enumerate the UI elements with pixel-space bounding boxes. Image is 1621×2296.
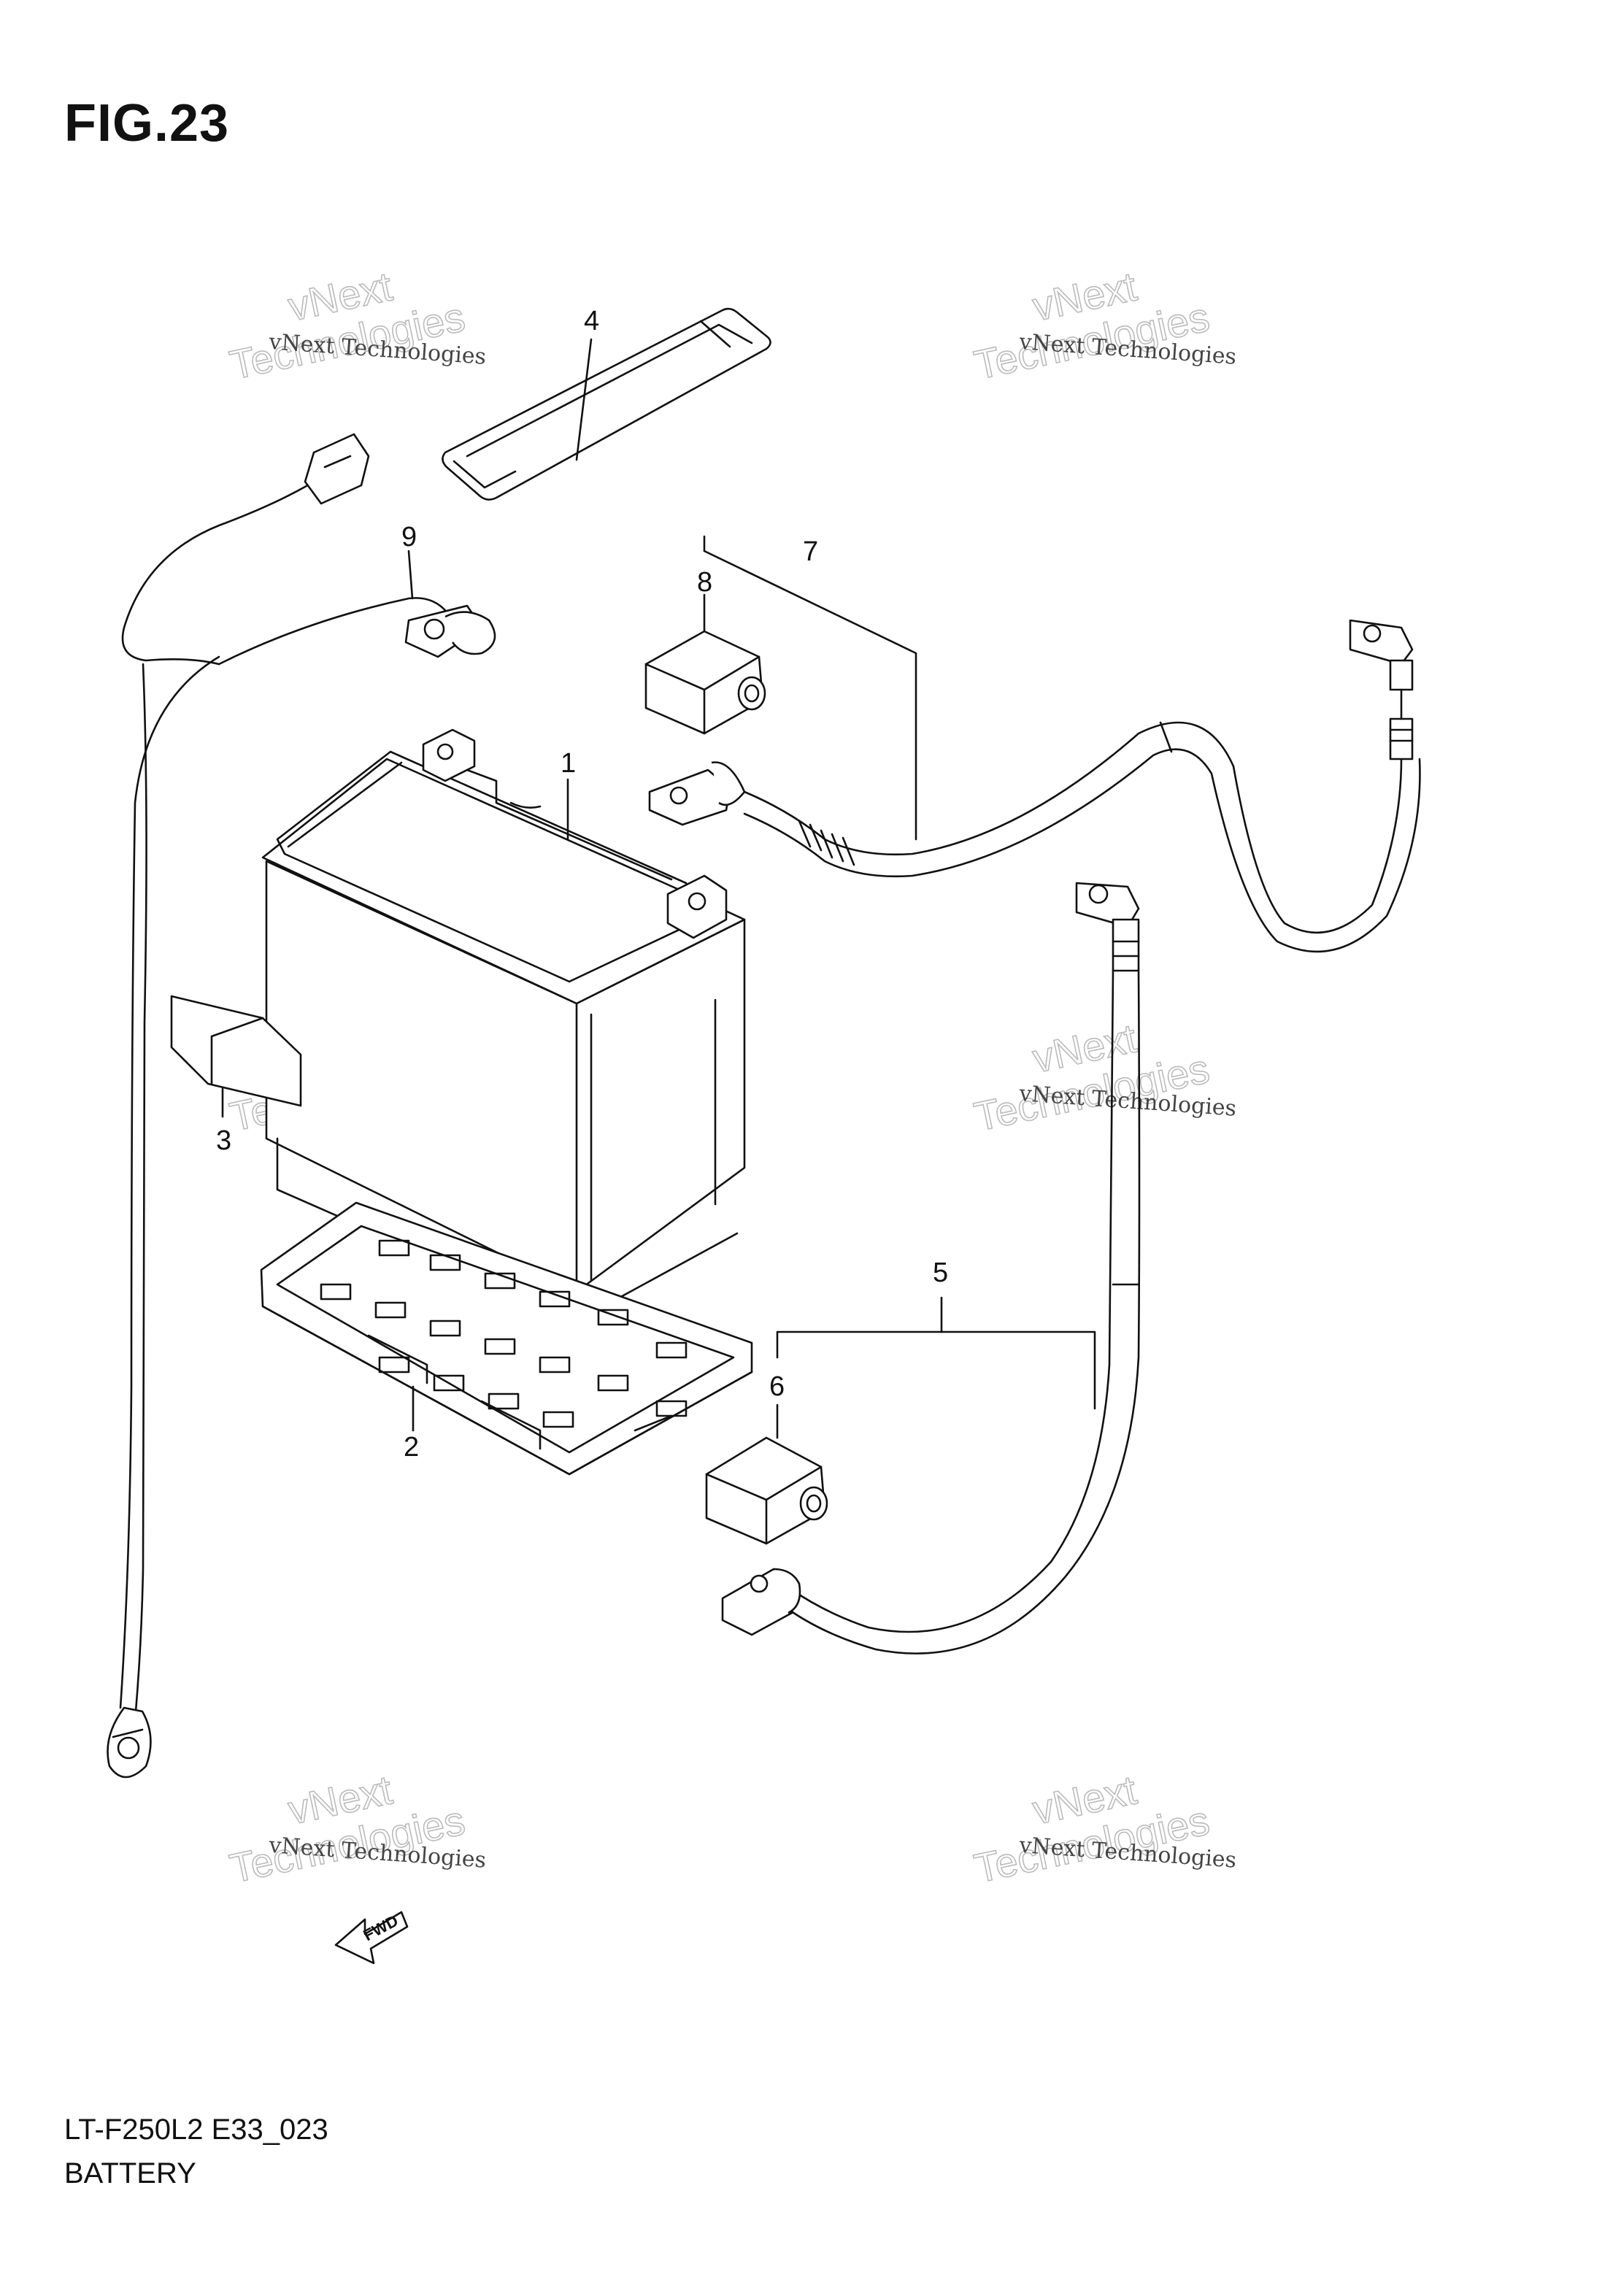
negative-cable	[721, 882, 1141, 1654]
callout-6: 6	[769, 1371, 785, 1402]
callout-3: 3	[216, 1125, 231, 1156]
callout-1: 1	[561, 748, 576, 779]
watermark-1: vNext Technologies vNext Technologies	[226, 262, 488, 388]
watermark-4: vNext Technologies vNext Technologies	[970, 1014, 1238, 1140]
callout-5: 5	[933, 1257, 948, 1288]
battery-label	[170, 995, 302, 1118]
positive-cable	[648, 619, 1421, 953]
figure-title: FIG.23	[64, 94, 230, 153]
callout-7: 7	[803, 536, 818, 567]
figure-name: BATTERY	[64, 2157, 196, 2189]
sensor-lead-wire	[107, 433, 496, 1779]
watermark-2: vNext Technologies vNext Technologies	[970, 262, 1238, 388]
callout-4: 4	[584, 306, 599, 336]
negative-terminal-cover	[705, 1436, 828, 1545]
battery-tray	[260, 1201, 753, 1476]
model-code: LT-F250L2 E33_023	[64, 2114, 328, 2146]
callout-9: 9	[401, 522, 417, 552]
battery-strap	[442, 307, 771, 501]
watermark-6: vNext Technologies vNext Technologies	[970, 1765, 1238, 1892]
fwd-arrow-icon: FWD	[334, 1911, 409, 1965]
battery	[261, 728, 746, 1322]
tray-slots	[320, 1239, 688, 1428]
callout-2: 2	[404, 1432, 419, 1463]
callout-8: 8	[697, 567, 712, 598]
positive-terminal-cover	[644, 630, 766, 735]
leader-lines	[407, 338, 1096, 1439]
watermark-5: vNext Technologies vNext Technologies	[226, 1765, 488, 1892]
